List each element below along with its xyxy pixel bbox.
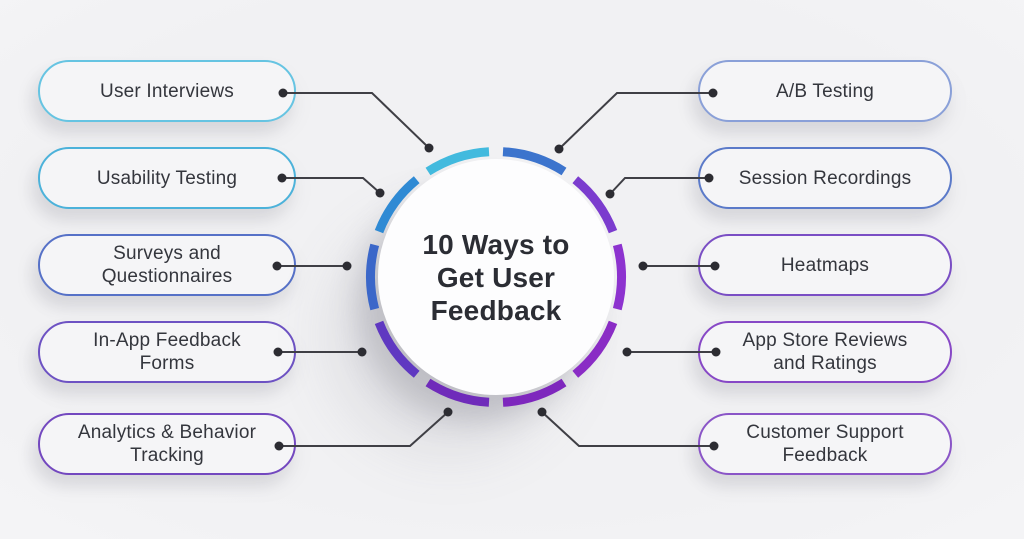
item-label-surveys-questionnaires: Surveys and Questionnaires: [101, 243, 233, 287]
center-title-line-2: Get User: [436, 261, 556, 293]
item-pill-user-interviews: User Interviews: [38, 60, 296, 122]
item-label-app-store-reviews: App Store Reviews and Ratings: [742, 330, 908, 374]
connector-dot: [537, 407, 547, 417]
connector-user-interviews: [283, 92, 430, 149]
item-label-heatmaps: Heatmaps: [780, 254, 870, 276]
item-pill-inapp-feedback-forms: In-App Feedback Forms: [38, 321, 296, 383]
item-label-user-interviews: User Interviews: [100, 80, 234, 102]
item-pill-surveys-questionnaires: Surveys and Questionnaires: [38, 234, 296, 296]
center-circle: 10 Ways to Get User Feedback: [378, 159, 614, 395]
connector-dot: [622, 347, 632, 357]
connector-dot: [357, 347, 367, 357]
connector-dot: [424, 143, 434, 153]
connector-analytics-behavior-tracking: [279, 411, 449, 447]
center-title-line-3: Feedback: [430, 294, 562, 326]
ring-segment-3: [612, 243, 626, 311]
connector-dot: [554, 144, 564, 154]
item-label-ab-testing: A/B Testing: [776, 80, 874, 102]
center-title-line-1: 10 Ways to: [422, 228, 570, 260]
connector-session-recordings: [609, 177, 709, 195]
connector-dot: [375, 188, 385, 198]
item-pill-heatmaps: Heatmaps: [698, 234, 952, 296]
item-pill-ab-testing: A/B Testing: [698, 60, 952, 122]
item-label-inapp-feedback-forms: In-App Feedback Forms: [93, 330, 241, 374]
connector-customer-support-feedback: [541, 411, 714, 447]
item-label-session-recordings: Session Recordings: [738, 167, 912, 189]
item-pill-usability-testing: Usability Testing: [38, 147, 296, 209]
item-label-usability-testing: Usability Testing: [96, 167, 238, 189]
ring-segment-8: [366, 243, 380, 311]
item-label-customer-support-feedback: Customer Support Feedback: [746, 422, 904, 466]
item-label-analytics-behavior-tracking: Analytics & Behavior Tracking: [77, 422, 257, 466]
item-pill-session-recordings: Session Recordings: [698, 147, 952, 209]
connector-usability-testing: [282, 177, 381, 194]
item-pill-analytics-behavior-tracking: Analytics & Behavior Tracking: [38, 413, 296, 475]
center-title: 10 Ways to Get User Feedback: [422, 228, 569, 327]
item-pill-app-store-reviews: App Store Reviews and Ratings: [698, 321, 952, 383]
connector-dot: [342, 261, 352, 271]
connector-dot: [638, 261, 648, 271]
connector-dot: [443, 407, 453, 417]
connector-dot: [605, 189, 615, 199]
connector-ab-testing: [558, 92, 713, 150]
item-pill-customer-support-feedback: Customer Support Feedback: [698, 413, 952, 475]
